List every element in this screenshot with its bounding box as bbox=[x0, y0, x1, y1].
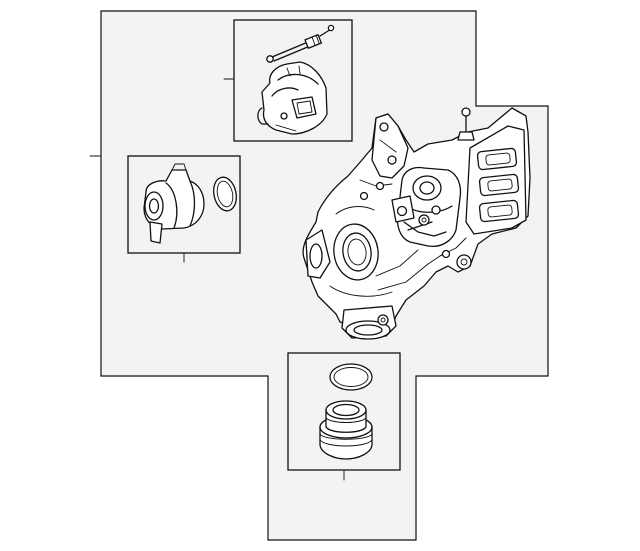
o-ring-seal-bottom bbox=[329, 363, 373, 391]
turbocharger-assembly bbox=[302, 107, 531, 340]
actuator-callout-box bbox=[223, 19, 353, 142]
pump-callout-box bbox=[127, 155, 241, 263]
fitting-callout-box bbox=[287, 352, 401, 481]
actuator-link-rod bbox=[266, 24, 335, 63]
wastegate-actuator bbox=[257, 61, 328, 135]
o-ring-seal-left bbox=[213, 176, 237, 212]
connector-fitting bbox=[319, 400, 373, 460]
coolant-pump-housing bbox=[143, 163, 205, 244]
